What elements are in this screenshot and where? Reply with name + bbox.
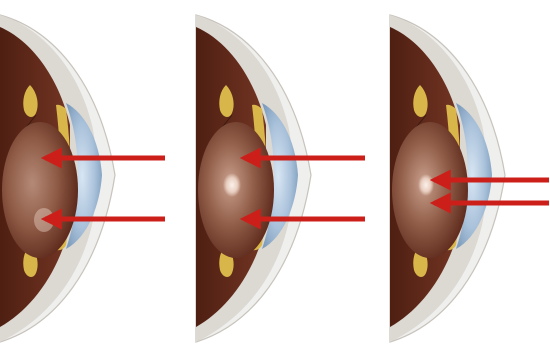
eye-panel-2 [196,15,365,342]
lens-highlight-2 [223,173,241,197]
eye-panel-3 [390,15,549,342]
lens-1 [2,122,78,258]
eye-panel-1 [0,15,165,342]
lens-highlight-3 [418,174,434,196]
